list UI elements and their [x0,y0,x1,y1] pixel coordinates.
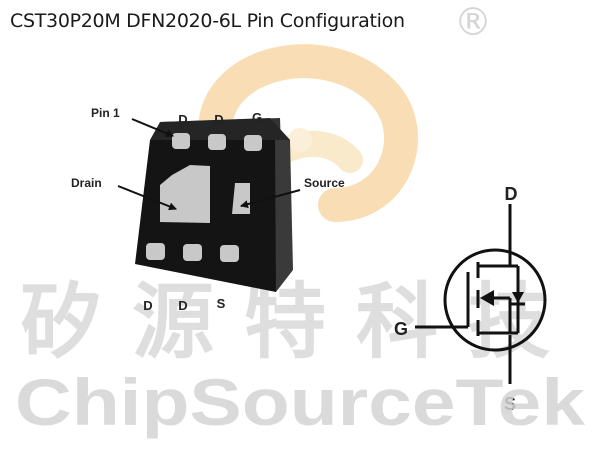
pad-bottom-3 [220,245,239,262]
bottom-pin-label-3: S [217,296,226,311]
page-title: CST30P20M DFN2020-6L Pin Configuration [10,10,405,32]
source-pad [232,183,250,214]
package-top-pads [172,133,262,151]
mosfet-channel-arrow [480,290,494,306]
mosfet-body-circle [443,248,547,352]
drain-label: Drain [71,176,102,190]
pad-top-2 [208,134,226,150]
watermark-chinese-text: 矽源特科技 [20,274,580,370]
pad-top-3 [244,135,262,151]
pin1-arrow [131,118,174,138]
source-label: Source [304,176,345,190]
source-arrow [240,189,301,209]
bottom-pin-label-2: D [178,298,187,313]
schematic-drain-label: D [505,184,518,204]
bottom-pin-label-1: D [143,298,152,313]
pad-top-1 [172,133,190,149]
top-pin-label-1: D [178,112,187,127]
pad-bottom-2 [183,244,202,261]
schematic-gate-label: G [394,319,408,339]
top-pin-label-2: D [214,112,223,127]
watermark-english-text: ChipSourceTek [15,365,585,439]
pin1-label: Pin 1 [91,106,120,120]
pad-bottom-1 [146,243,165,260]
drain-arrow [117,185,177,211]
mosfet-symbol [415,204,547,384]
top-pin-label-3: G [252,110,262,125]
watermark-registered-mark: ® [454,0,492,44]
schematic-source-label: S [504,394,516,414]
body-diode-triangle [512,292,524,303]
package-bottom-pads [146,243,239,262]
